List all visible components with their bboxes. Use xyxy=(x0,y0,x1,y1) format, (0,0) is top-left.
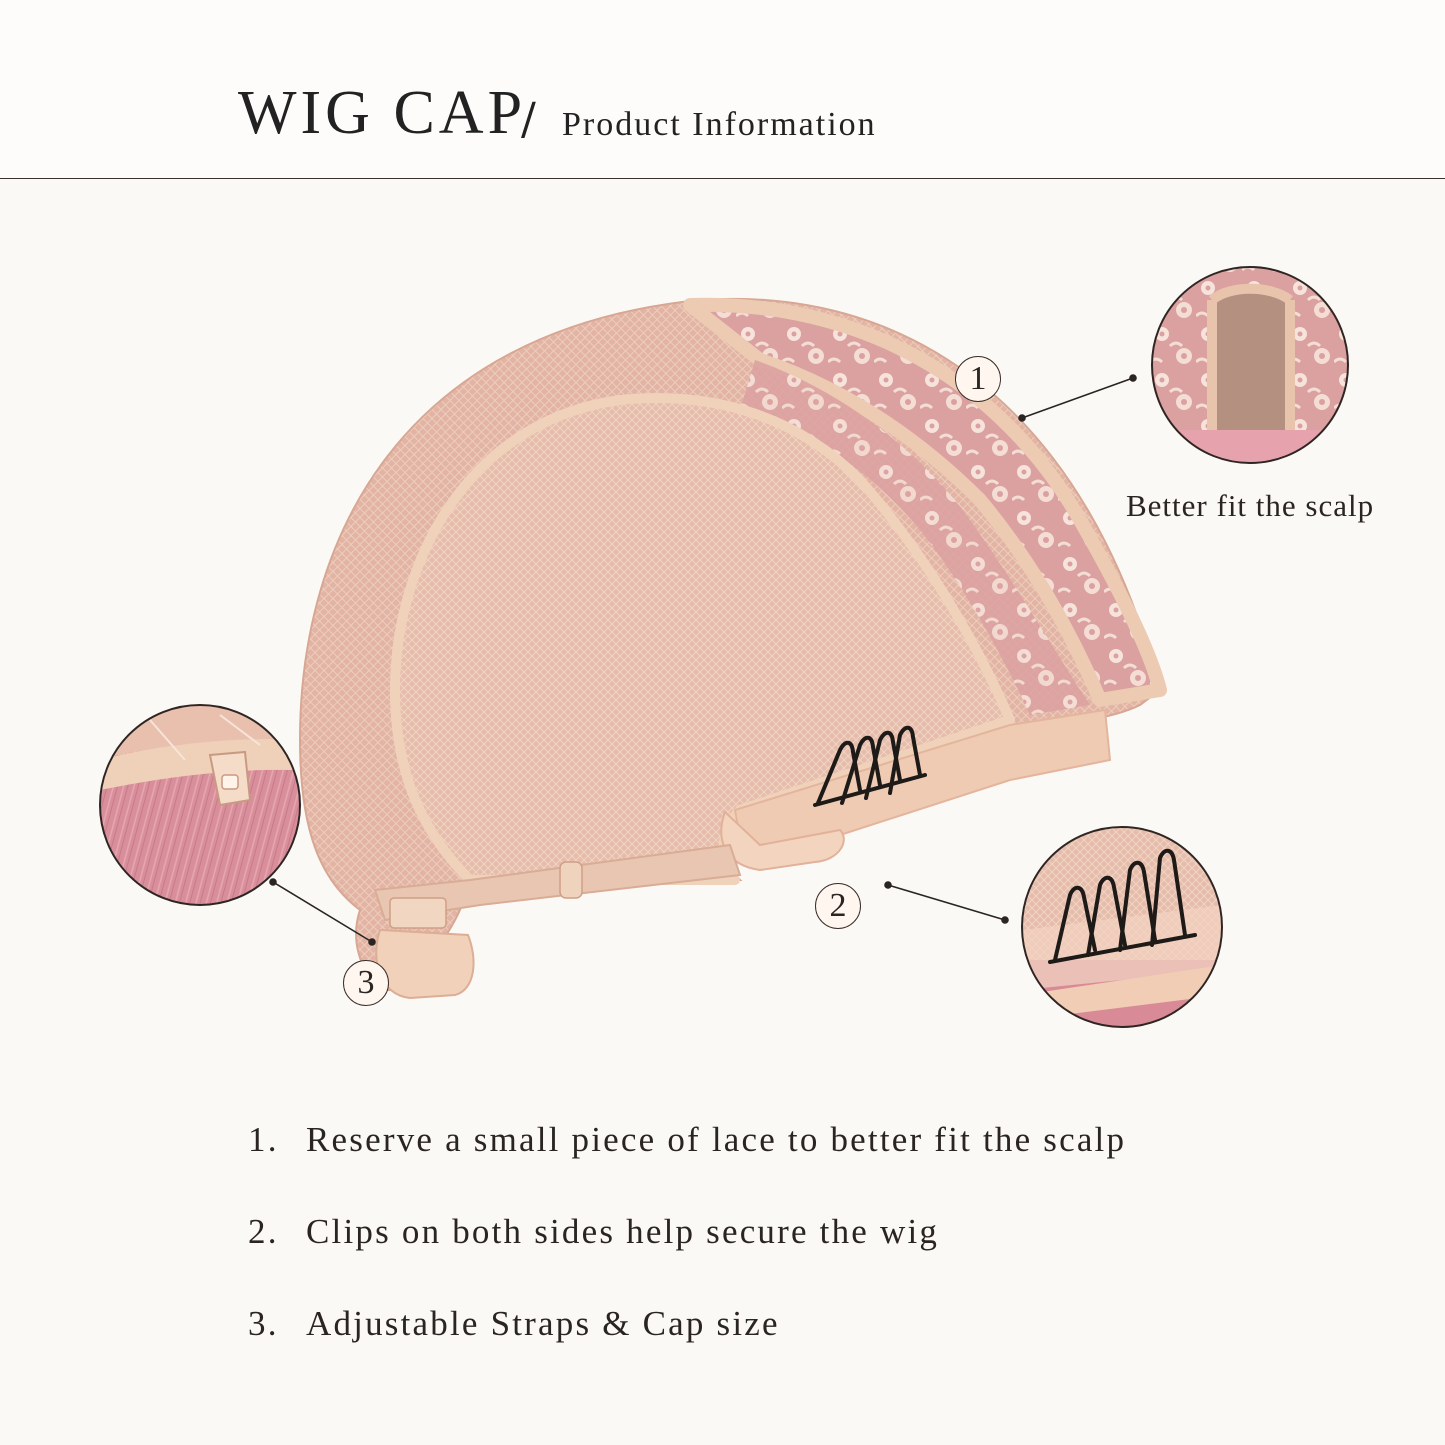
callout-badge-1: 1 xyxy=(955,356,1001,402)
feature-number: 2. xyxy=(248,1212,279,1251)
feature-number: 3. xyxy=(248,1304,279,1343)
callout-badge-3: 3 xyxy=(343,960,389,1006)
page-subtitle: Product Information xyxy=(562,106,877,143)
lace-detail-caption: Better fit the scalp xyxy=(1126,488,1375,523)
header-bar: WIG CAP / Product Information xyxy=(0,0,1445,179)
lace-detail-photo xyxy=(1151,266,1349,464)
feature-text: Clips on both sides help secure the wig xyxy=(306,1212,940,1251)
feature-text: Reserve a small piece of lace to better … xyxy=(306,1120,1127,1159)
callout-badge-2: 2 xyxy=(815,883,861,929)
feature-number: 1. xyxy=(248,1120,279,1159)
title-separator: / xyxy=(521,94,536,145)
wig-cap-illustration-icon xyxy=(99,266,1349,1028)
page-title: WIG CAP xyxy=(238,79,527,147)
comb-clip-icon xyxy=(813,725,927,807)
feature-item-2: 2. Clips on both sides help secure the wi… xyxy=(248,1212,939,1252)
feature-text: Adjustable Straps & Cap size xyxy=(306,1304,780,1343)
strap-detail-photo xyxy=(99,704,301,906)
feature-item-3: 3. Adjustable Straps & Cap size xyxy=(248,1304,780,1344)
clip-detail-photo xyxy=(1021,826,1223,1028)
feature-item-1: 1. Reserve a small piece of lace to bette… xyxy=(248,1120,1126,1160)
